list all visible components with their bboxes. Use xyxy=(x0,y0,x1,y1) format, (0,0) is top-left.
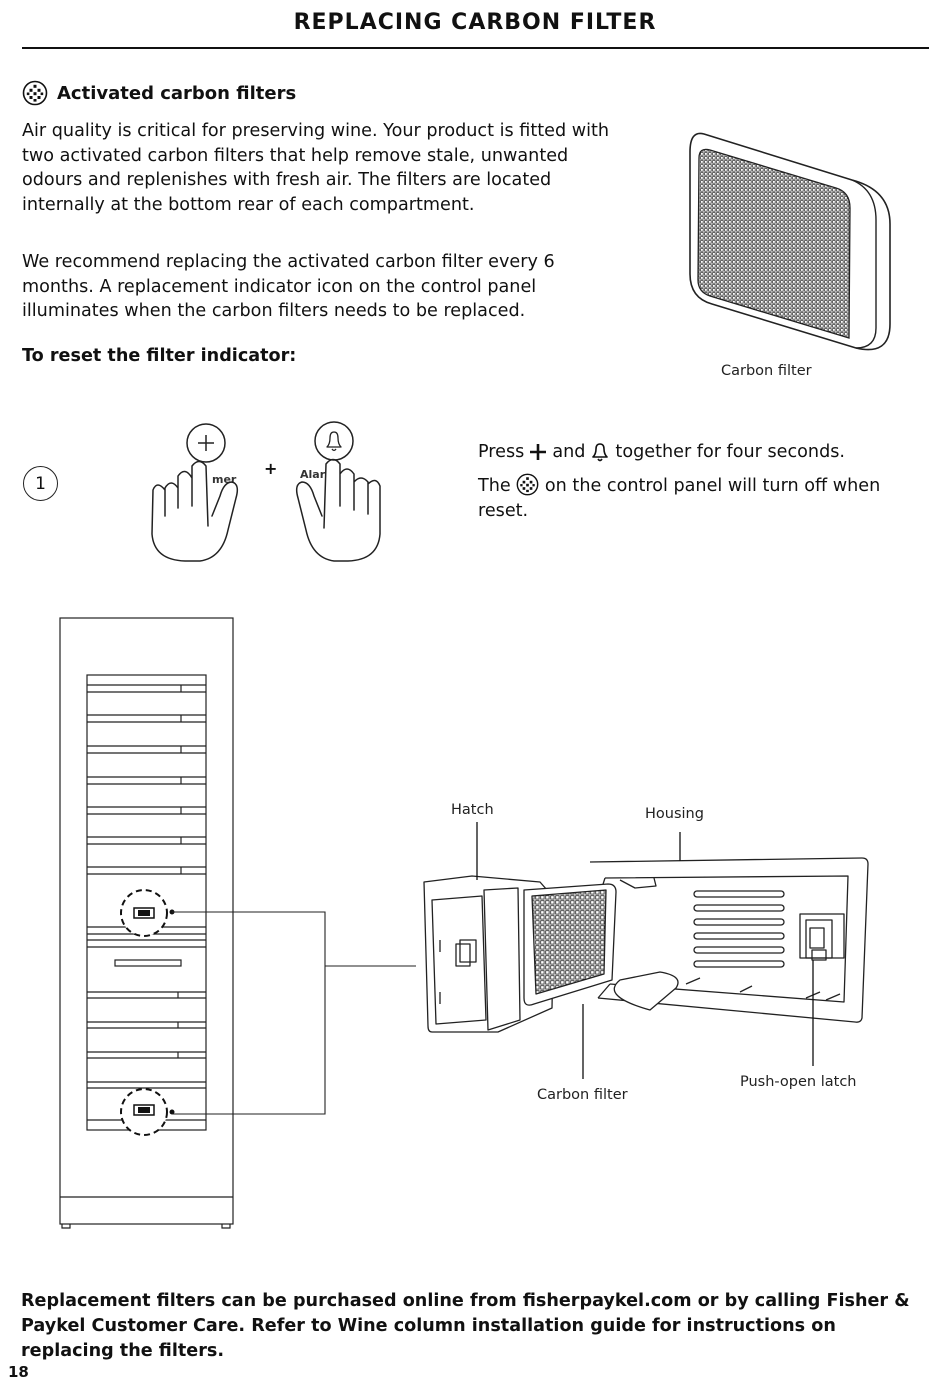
and-text: and xyxy=(552,442,586,462)
press-instruction: Press and together for four seconds. xyxy=(478,441,845,463)
carbon-filter-icon xyxy=(22,80,48,106)
reset-heading: To reset the filter indicator: xyxy=(22,346,297,366)
wine-shelves xyxy=(87,684,206,1121)
carbon-filter-label: Carbon filter xyxy=(537,1087,628,1103)
bell-icon xyxy=(592,443,609,462)
housing-vents xyxy=(693,890,785,968)
upper-filter-marker xyxy=(120,889,175,937)
carbon-filter-cartridge xyxy=(523,883,617,1006)
status-text-end: on the control panel will turn off when … xyxy=(478,476,881,521)
section-heading: Activated carbon filters xyxy=(22,80,296,106)
carbon-filter-indicator-icon xyxy=(516,473,539,496)
together-text: together for four seconds. xyxy=(615,442,845,462)
push-open-latch xyxy=(799,913,845,961)
footer-note: Replacement filters can be purchased onl… xyxy=(21,1291,910,1361)
title-divider xyxy=(22,47,929,49)
timer-label: mer xyxy=(212,473,237,486)
push-open-latch-label: Push-open latch xyxy=(740,1074,856,1090)
status-text-start: The xyxy=(478,476,511,496)
lower-filter-marker xyxy=(120,1088,175,1136)
hand-press-illustration: mer + Alar xyxy=(151,421,381,562)
wine-column-cabinet xyxy=(59,617,234,1229)
carbon-filter-illustration xyxy=(689,132,891,351)
filter-housing xyxy=(423,857,869,1033)
alarm-bell-button-icon xyxy=(314,421,354,461)
press-text: Press xyxy=(478,442,525,462)
page-title: REPLACING CARBON FILTER xyxy=(293,10,657,35)
recommendation-paragraph: We recommend replacing the activated car… xyxy=(22,252,555,322)
plus-icon xyxy=(530,444,547,460)
intro-paragraph: Air quality is critical for preserving w… xyxy=(22,121,610,216)
page-number: 18 xyxy=(8,1363,29,1381)
filter-location-diagram: Hatch Housing Carbon filter Push-open la… xyxy=(59,617,869,1229)
reset-status-text: The on the control panel will turn off w… xyxy=(478,473,928,524)
alarm-label: Alar xyxy=(300,468,326,481)
step-number: 1 xyxy=(23,466,58,501)
plus-sign: + xyxy=(264,459,277,478)
hatch-label: Hatch xyxy=(451,802,494,818)
section-heading-text: Activated carbon filters xyxy=(57,82,297,104)
carbon-filter-caption: Carbon filter xyxy=(721,363,812,379)
housing-label: Housing xyxy=(645,806,704,822)
